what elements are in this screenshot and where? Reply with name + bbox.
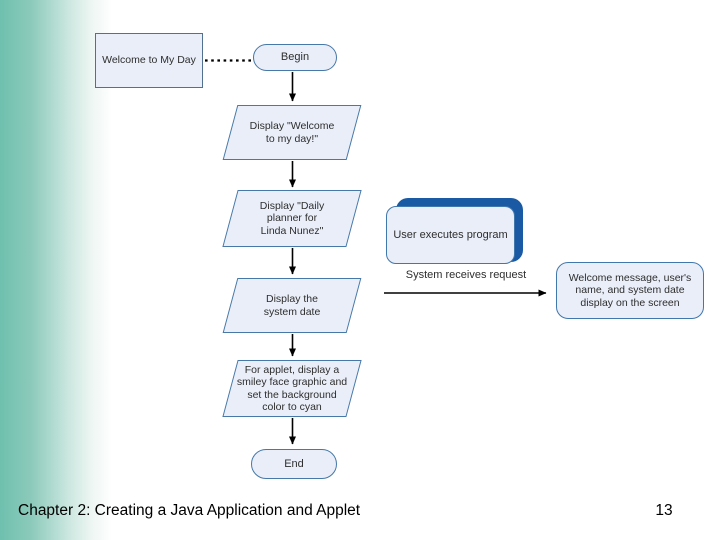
result-welcome-message: Welcome message, user's name, and system… [556, 262, 704, 319]
io-display-planner-label: Display "Daily planner for Linda Nunez" [259, 199, 325, 237]
result-welcome-message-label: Welcome message, user's name, and system… [568, 271, 692, 309]
annotation-label: Welcome to My Day [102, 54, 196, 67]
terminator-end-label: End [284, 457, 304, 470]
io-display-planner: Display "Daily planner for Linda Nunez" [222, 190, 362, 247]
event-user-executes: User executes program [386, 198, 523, 264]
system-receives-label: System receives request [405, 269, 527, 281]
terminator-begin: Begin [253, 44, 337, 71]
footer-page-number: 13 [655, 502, 673, 519]
io-display-date-label: Display the system date [263, 293, 321, 318]
io-display-applet-label: For applet, display a smiley face graphi… [236, 363, 348, 414]
io-display-date: Display the system date [222, 278, 362, 333]
io-display-applet: For applet, display a smiley face graphi… [222, 360, 362, 417]
terminator-end: End [251, 449, 337, 479]
annotation-box: Welcome to My Day [95, 33, 203, 88]
io-display-welcome-label: Display "Welcome to my day!" [249, 120, 335, 145]
io-display-welcome: Display "Welcome to my day!" [222, 105, 362, 160]
left-gradient-bar [0, 0, 112, 540]
event-user-executes-label: User executes program [393, 228, 508, 241]
event-box: User executes program [386, 206, 515, 264]
terminator-begin-label: Begin [280, 51, 310, 64]
footer-chapter-title: Chapter 2: Creating a Java Application a… [18, 502, 361, 519]
